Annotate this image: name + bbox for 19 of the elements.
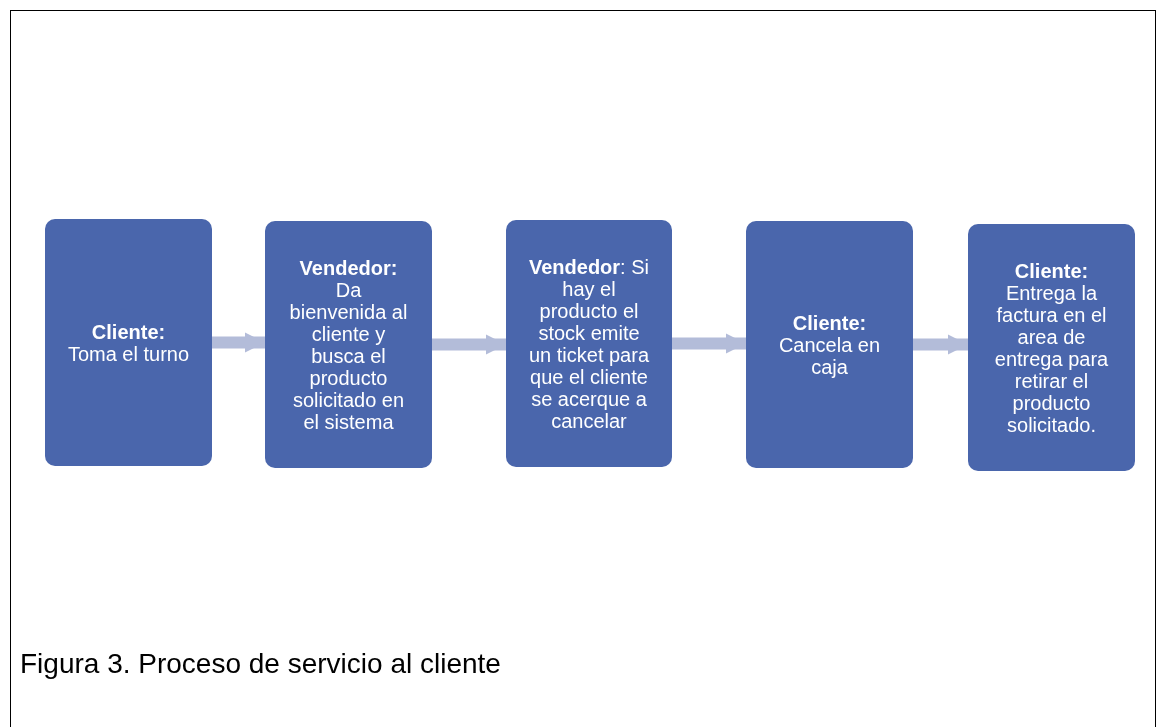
role-heading: Cliente: <box>1014 259 1089 282</box>
process-box <box>506 220 672 467</box>
step-text: Toma el turno <box>67 342 190 365</box>
process-box <box>746 221 913 468</box>
step-text: Da bienvenida al cliente y busca el producto solicitado en el sistema <box>288 278 409 433</box>
process-box <box>968 224 1135 471</box>
role-heading: Cliente: <box>792 311 867 334</box>
arrow <box>672 333 746 354</box>
arrow <box>913 334 968 355</box>
arrow <box>212 332 265 353</box>
step-text: Entrega la factura en el area de entrega para retirar el producto solicitado. <box>993 281 1110 436</box>
figure-caption: Figura 3. Proceso de servicio al cliente <box>20 648 501 680</box>
process-box <box>45 219 212 466</box>
role-heading: Vendedor: <box>299 256 398 279</box>
role-heading: Cliente: <box>91 320 166 343</box>
step-text: Cancela en caja <box>777 333 882 378</box>
step-text: Vendedor: Si hay el producto el stock emite un ticket para que el cliente se acerque a cancelar <box>527 255 651 432</box>
arrow <box>432 334 506 355</box>
process-box <box>265 221 432 468</box>
